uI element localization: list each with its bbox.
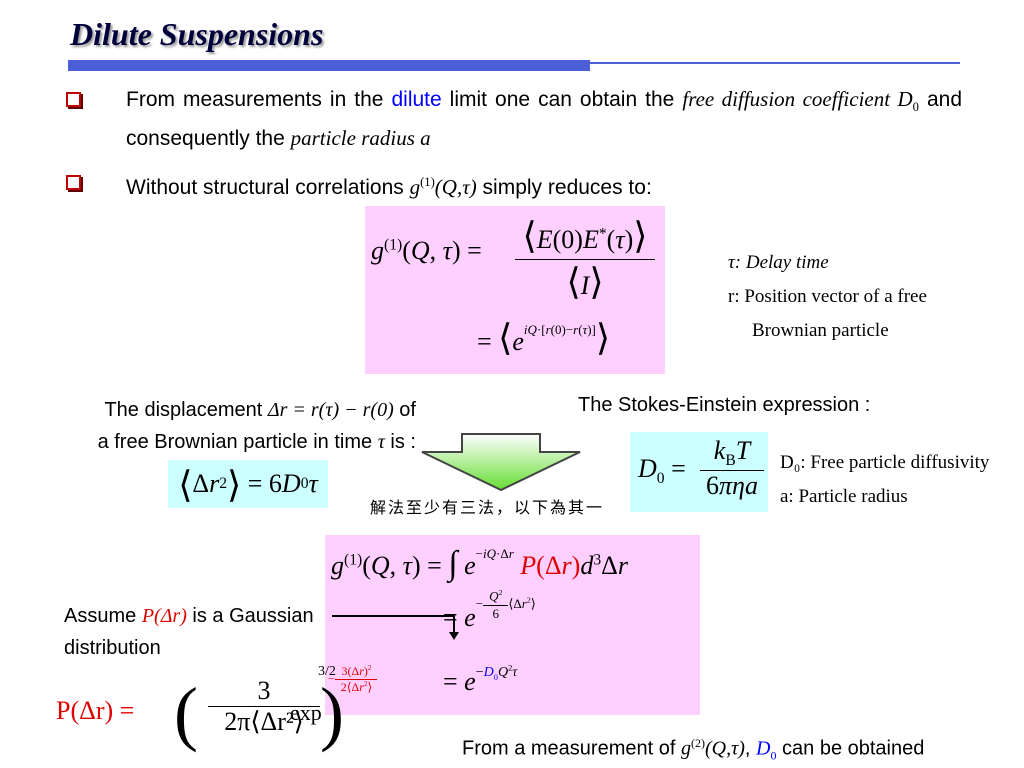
a-note: a: Particle radius — [780, 486, 908, 507]
connector-arrow — [332, 615, 459, 640]
assumption-text: Assume P(Δr) is a Gaussian distribution — [64, 605, 314, 659]
slide-title: Dilute Suspensions — [70, 16, 324, 52]
conclusion-text: From a measurement of g(2)(Q,τ), D0 can … — [462, 736, 925, 763]
stokes-einstein-label: The Stokes‐Einstein expression : — [578, 394, 871, 416]
title-rule — [68, 60, 590, 71]
tau-note: τ: Delay time — [728, 252, 829, 273]
r-note-2: Brownian particle — [752, 320, 889, 341]
square-bullet-icon — [66, 175, 81, 190]
variable-notes: τ: Delay time r: Position vector of a fr… — [728, 246, 927, 348]
displacement-text: The displacement Δr = r(τ) − r(0) of a f… — [97, 399, 416, 453]
square-bullet-icon — [66, 92, 81, 107]
green-down-arrow-icon — [421, 433, 581, 492]
stokes-einstein-equation: D0 = kBT 6πηa — [630, 432, 768, 512]
bullet-2-text: Without structural correlations g(1)(Q,τ… — [126, 175, 652, 199]
g1-equation-box: g(1)(Q, τ) = ⟨E(0)E*(τ)⟩ ⟨I⟩ = ⟨eiQ·[r(0… — [365, 206, 665, 374]
method-note: 解法至少有三法，以下為其一 — [370, 498, 605, 517]
diffusivity-notes: D₀: Free particle diffusivity a: Particl… — [780, 446, 989, 514]
d0-note: D₀: Free particle diffusivity — [780, 452, 990, 473]
bullet-1-text: From measurements in the dilute limit on… — [126, 87, 963, 151]
r-note: r: Position vector of a free — [728, 286, 927, 307]
title-rule-thin — [590, 62, 960, 64]
